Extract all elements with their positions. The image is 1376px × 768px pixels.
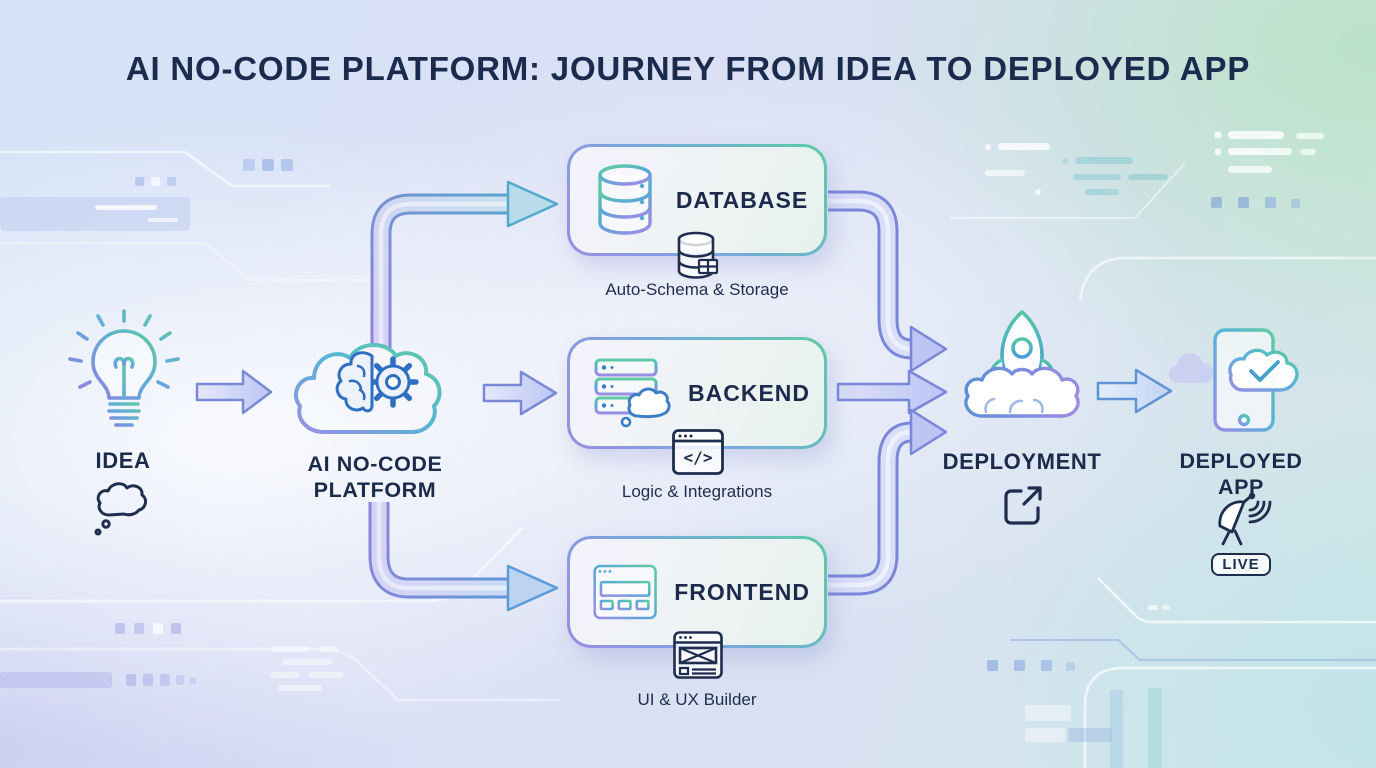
thought-cloud-icon — [94, 482, 148, 536]
deployed-app-label-line2: APP — [1217, 475, 1264, 499]
arrow-platform-to-database — [370, 180, 559, 352]
arrow-backend-to-deployment — [836, 369, 948, 415]
backend-box: BACKEND — [567, 337, 827, 449]
arrow-deployment-to-app — [1096, 368, 1173, 414]
brain-gear-glyph — [335, 351, 419, 413]
frontend-sublabel: UI & UX Builder — [637, 690, 757, 709]
platform-label: AI NO-CODE PLATFORM — [285, 451, 465, 503]
idea-label: IDEA — [95, 448, 151, 473]
cloud-brain-gear-icon — [294, 342, 442, 434]
lightbulb-icon — [68, 309, 180, 427]
database-mini-icon — [677, 231, 719, 279]
deployed-app-label-line1: DEPLOYED — [1179, 449, 1303, 473]
layout-window-icon — [673, 631, 723, 679]
frontend-box: FRONTEND — [567, 536, 827, 648]
live-badge-wrap: LIVE — [1205, 553, 1277, 576]
platform-label-line1: AI NO-CODE — [307, 452, 443, 476]
code-window-icon: </> — [672, 429, 724, 475]
server-cloud-icon — [594, 358, 671, 428]
database-label: DATABASE — [675, 186, 809, 213]
page-title: AI NO-CODE PLATFORM: JOURNEY FROM IDEA T… — [125, 50, 1251, 87]
database-sublabel: Auto-Schema & Storage — [605, 280, 789, 299]
external-link-icon — [1004, 486, 1042, 525]
arrow-platform-to-frontend — [368, 502, 559, 612]
arrow-frontend-to-deployment — [828, 408, 948, 596]
phone-cloud-check-icon — [1169, 328, 1299, 432]
arrow-platform-to-backend — [482, 370, 558, 416]
browser-wireframe-icon — [593, 564, 657, 620]
rocket-launch-icon — [964, 310, 1080, 418]
database-box: DATABASE — [567, 144, 827, 256]
arrow-idea-to-platform — [195, 369, 273, 415]
deployment-label: DEPLOYMENT — [942, 449, 1102, 474]
satellite-dish-icon — [1218, 492, 1272, 546]
backend-sublabel: Logic & Integrations — [621, 482, 773, 501]
arrow-database-to-deployment — [828, 190, 948, 373]
live-badge: LIVE — [1211, 553, 1271, 576]
code-glyph: </> — [684, 448, 713, 467]
deployed-app-label: DEPLOYED APP — [1172, 448, 1310, 500]
backend-label: BACKEND — [688, 379, 810, 406]
database-cylinder-icon — [598, 164, 652, 235]
platform-label-line2: PLATFORM — [313, 478, 437, 502]
background-cloud — [1169, 353, 1213, 383]
frontend-label: FRONTEND — [674, 578, 810, 605]
